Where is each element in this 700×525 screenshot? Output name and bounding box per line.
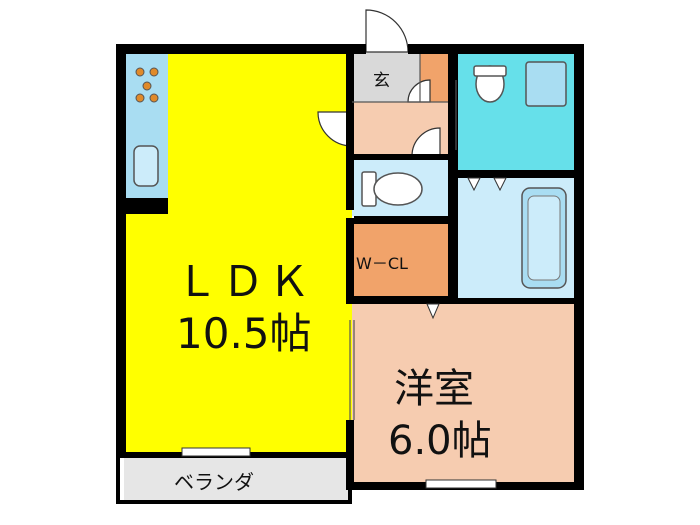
bedroom-size-label: 6.0帖 [388, 418, 492, 464]
toilet-icon [361, 171, 423, 207]
bathtub-inner-icon [527, 195, 561, 281]
door-markers [426, 177, 507, 320]
wash-basin-icon [473, 65, 507, 103]
veranda-floor [124, 456, 352, 500]
kitchen-sink-icon [133, 145, 159, 187]
bedroom-floor [352, 302, 576, 484]
entrance-label: 玄 [373, 71, 390, 91]
wcl-label: W－CL [356, 254, 408, 273]
wcl-floor [352, 224, 452, 296]
bedroom-name-label: 洋室 [394, 366, 474, 412]
ldk-name-label: ＬＤＫ [176, 257, 315, 306]
veranda-label: ベランダ [174, 470, 254, 494]
partition-lines [349, 54, 457, 420]
windows [181, 447, 497, 489]
entrance-door-icon [365, 9, 409, 53]
washroom-door-icon [407, 79, 431, 103]
stove-icon [135, 67, 159, 103]
entrance-floor [352, 52, 420, 102]
washing-machine-pan-icon [525, 61, 567, 107]
ldk-size-label: 10.5帖 [176, 309, 312, 358]
